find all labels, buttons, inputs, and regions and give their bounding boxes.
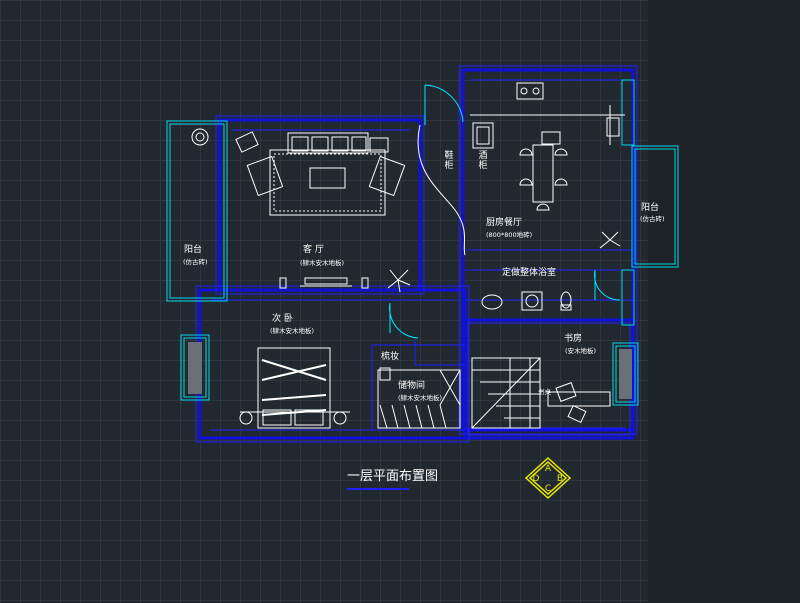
doors xyxy=(389,84,621,339)
curved-partition xyxy=(417,124,466,256)
living-furniture xyxy=(191,128,406,289)
label-wine-cabinet: 酒柜 xyxy=(478,151,488,172)
room-note-balcony-left: (仿古砖) xyxy=(183,258,208,266)
stairs xyxy=(471,357,541,429)
room-note-study: (安木地板) xyxy=(565,347,597,355)
compass-letter-c: C xyxy=(545,484,551,494)
bathroom-fixtures xyxy=(481,291,572,311)
compass-letter-a: A xyxy=(545,464,552,474)
room-label-balcony-right: 阳台 xyxy=(641,203,660,213)
side-panel xyxy=(648,0,800,603)
compass-letter-b: B xyxy=(557,474,563,484)
room-label-bathroom: 定做整体浴室 xyxy=(502,268,557,278)
room-label-living: 客 厅 xyxy=(303,245,324,255)
window-boxes xyxy=(180,79,639,406)
room-note-kitchen: (800*800地砖) xyxy=(486,231,533,239)
drawing-title: 一层平面布置图 xyxy=(347,469,439,484)
room-note-living: (肄木安木地板) xyxy=(300,259,345,267)
study-desk-label: 书桌 xyxy=(538,388,551,396)
room-note-second-bedroom: (肄木安木地板) xyxy=(270,327,315,335)
planter-texture xyxy=(188,342,632,399)
room-label-study: 书房 xyxy=(564,334,583,344)
room-label-storage: 储物间 xyxy=(398,381,426,391)
label-shoe-cabinet: 鞋柜 xyxy=(444,151,454,172)
room-label-second-bedroom: 次 卧 xyxy=(272,314,293,324)
room-label-kitchen: 厨房餐厅 xyxy=(486,218,523,228)
compass-letters: A B C D xyxy=(533,464,564,494)
storage-shelves xyxy=(377,367,461,429)
balcony-left xyxy=(166,120,228,302)
room-note-storage: (肄木安木地板) xyxy=(398,394,443,402)
room-note-balcony-right: (仿古砖) xyxy=(640,215,665,223)
plant-living xyxy=(387,269,411,293)
balcony-right xyxy=(631,145,679,268)
room-label-dressing: 梳妆 xyxy=(381,352,400,362)
kitchen-furniture xyxy=(470,82,625,211)
study-furniture xyxy=(547,382,611,424)
compass-icon xyxy=(524,456,572,500)
plant-kitchen xyxy=(599,231,621,249)
compass-letter-d: D xyxy=(533,474,540,484)
bed xyxy=(239,347,350,429)
room-label-balcony-left: 阳台 xyxy=(184,245,203,255)
